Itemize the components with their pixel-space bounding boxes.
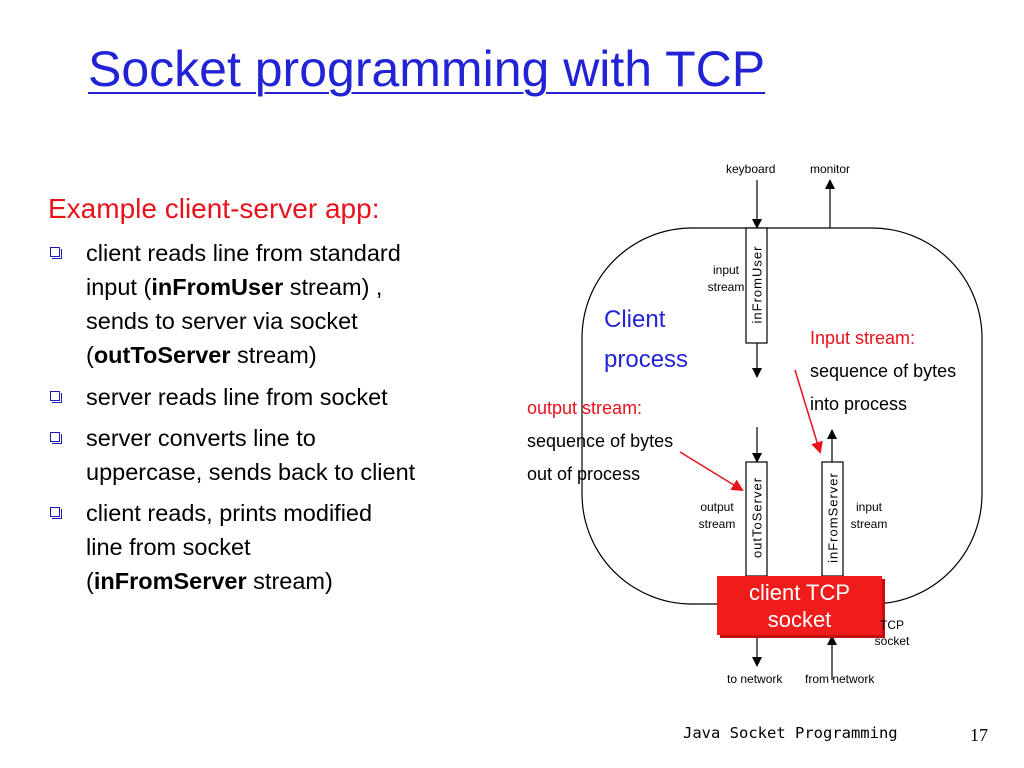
bullet-text: server reads line from socket (86, 384, 388, 410)
square-bullet-icon (50, 391, 62, 403)
input-stream-note: Input stream: sequence of bytes into pro… (810, 328, 957, 414)
square-bullet-icon (50, 432, 62, 444)
output-stream-note: output stream: sequence of bytes out of … (527, 398, 674, 484)
bullet-text: client reads, prints modified line from … (86, 500, 373, 594)
page-number: 17 (970, 725, 988, 745)
keyboard-label: keyboard (726, 162, 776, 176)
outToServer-label: outToServer (749, 476, 765, 559)
bullet-item: server reads line from socket (50, 380, 490, 414)
from-network-label: from network (805, 672, 875, 686)
footer-text: Java Socket Programming (683, 724, 898, 742)
square-bullet-icon (50, 507, 62, 519)
bullet-item: client reads, prints modified line from … (50, 496, 490, 598)
to-network-label: to network (727, 672, 783, 686)
inFromUser-label: inFromUser (749, 245, 765, 324)
inFromServer-label: inFromServer (825, 472, 841, 563)
bullet-item: client reads line from standard input (i… (50, 236, 490, 372)
monitor-label: monitor (810, 162, 851, 176)
section-heading: Example client-server app: (48, 193, 380, 224)
output-stream-pointer-arrow (679, 451, 744, 492)
square-bullet-icon (50, 247, 62, 259)
input-stream-pointer-arrow (794, 369, 823, 454)
slide-title: Socket programming with TCP (88, 41, 766, 97)
bullet-text: client reads line from standard input (i… (86, 240, 401, 368)
